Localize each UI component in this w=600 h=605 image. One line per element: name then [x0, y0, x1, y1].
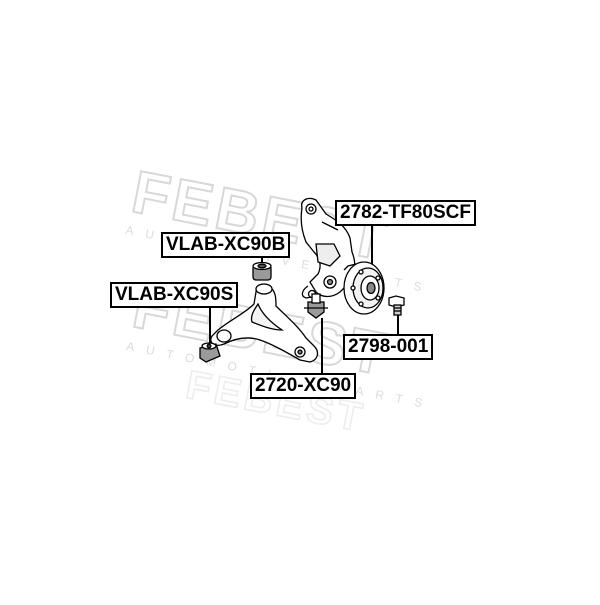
wheel-bolt-drawing [388, 295, 405, 316]
bushing-s-drawing [199, 342, 221, 363]
label-knuckle-hub-part-number[interactable]: 2782-TF80SCF [335, 200, 476, 226]
label-bushing-s-part-number[interactable]: VLAB-XC90S [110, 282, 239, 308]
label-control-arm-part-number[interactable]: 2720-XC90 [250, 373, 357, 399]
watermark-top: FEBEST AUTOMOTIVE PARTS [124, 157, 434, 296]
label-wheel-bolt-part-number[interactable]: 2798-001 [343, 334, 434, 360]
control-arm-drawing [210, 283, 319, 363]
ball-joint-drawing [304, 293, 328, 319]
bushing-b-drawing [252, 261, 272, 281]
label-bushing-b-part-number[interactable]: VLAB-XC90B [161, 232, 291, 258]
wheel-hub-drawing [343, 261, 385, 315]
